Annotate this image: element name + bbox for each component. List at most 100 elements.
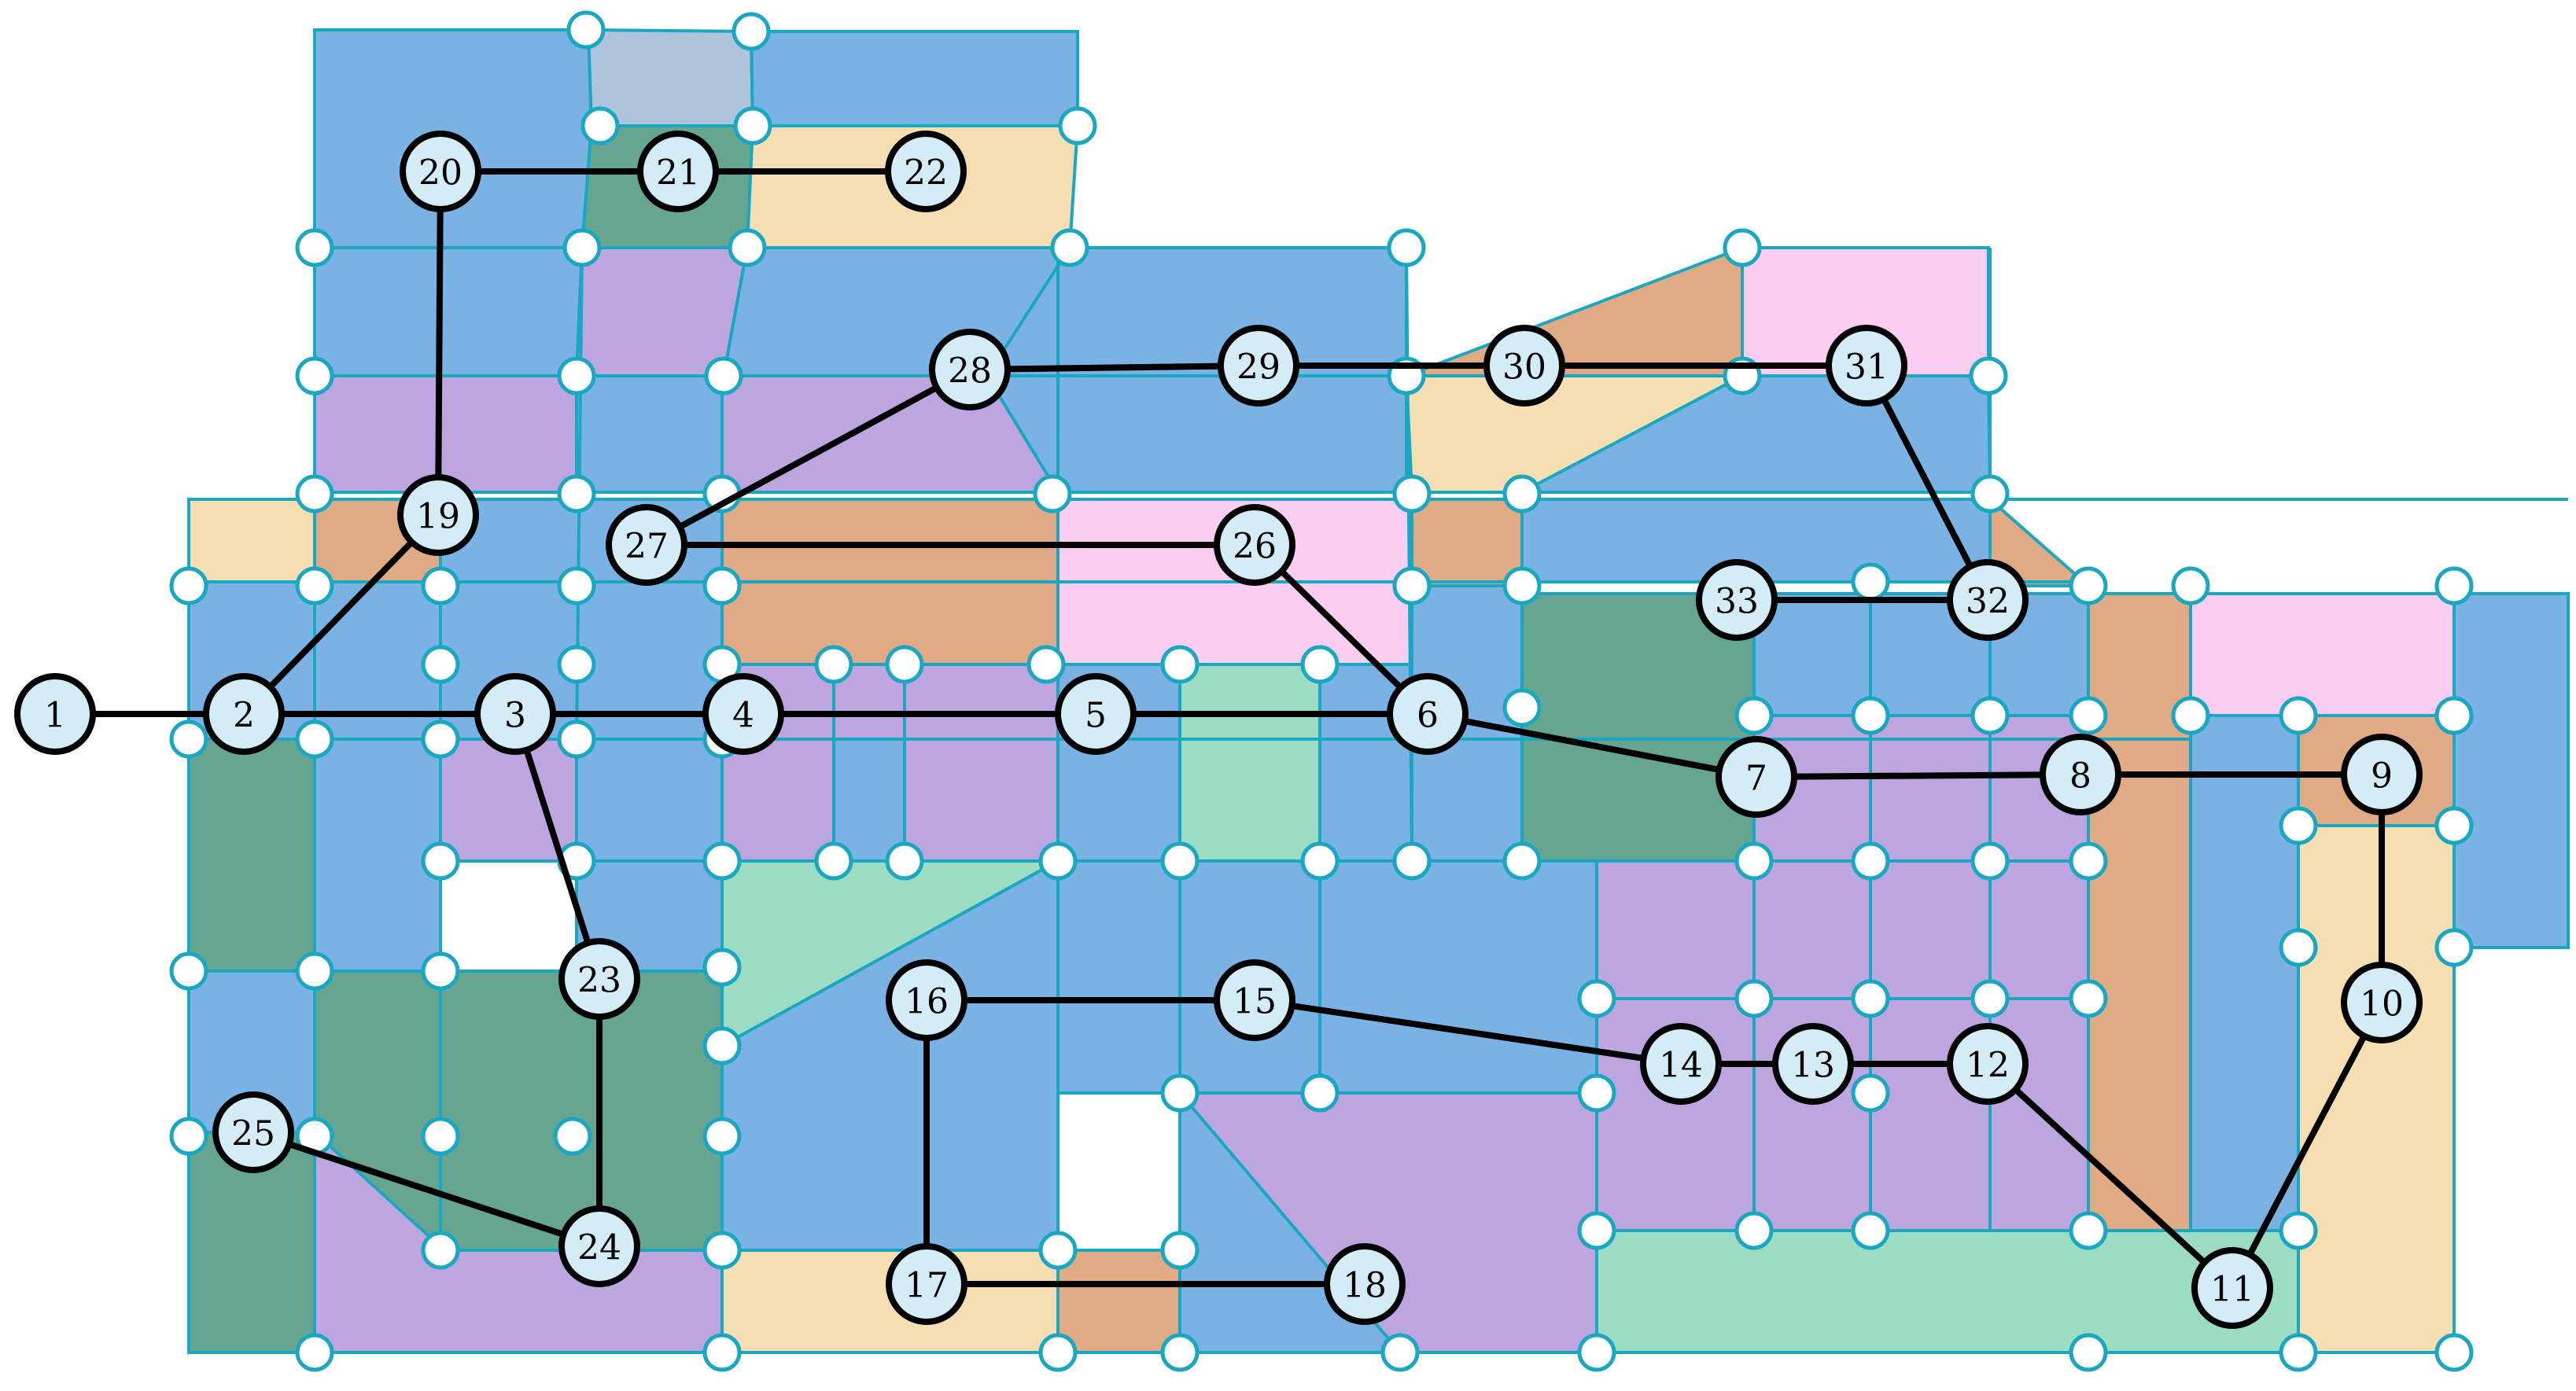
junction-84: [169, 1117, 208, 1156]
node-circle-10: [2341, 962, 2423, 1043]
node-circle-25: [212, 1091, 294, 1173]
region-blue-5: [313, 246, 584, 377]
node-circle-29: [1218, 325, 1299, 407]
node-11: 11: [2191, 1247, 2273, 1329]
junction-95: [1038, 1231, 1078, 1270]
node-9: 9: [2341, 734, 2423, 815]
junction-18: [557, 474, 596, 513]
region-blue-52: [1318, 859, 1598, 1095]
junction-64: [1851, 841, 1890, 881]
node-33: 33: [1696, 559, 1778, 641]
node-circle-30: [1483, 325, 1565, 407]
node-label-13: 13: [1791, 1046, 1835, 1086]
node-circle-5: [1055, 673, 1137, 755]
junction-100: [2069, 1211, 2108, 1250]
junction-5: [1050, 228, 1089, 267]
junction-25: [295, 566, 334, 605]
node-label-27: 27: [625, 527, 669, 567]
junction-10: [1058, 106, 1097, 145]
node-circle-1: [14, 673, 96, 755]
region-blue-42: [313, 738, 442, 973]
node-label-31: 31: [1844, 348, 1889, 388]
edge-14-15: [1254, 997, 1682, 1067]
junction-35: [421, 645, 460, 684]
junction-49: [2279, 696, 2318, 735]
junction-105: [1160, 1333, 1200, 1372]
region-peach-17: [187, 498, 316, 583]
junction-36: [557, 645, 596, 684]
junction-103: [702, 1333, 742, 1372]
junction-81: [1851, 979, 1890, 1018]
junction-97: [1577, 1211, 1616, 1250]
junction-106: [1380, 1333, 1420, 1372]
region-tan-9: [1406, 245, 1744, 377]
junction-32: [2069, 566, 2108, 605]
junction-74: [421, 951, 460, 991]
node-17: 17: [886, 1243, 967, 1325]
region-purple-48: [720, 738, 835, 863]
node-25: 25: [212, 1091, 294, 1173]
node-label-32: 32: [1966, 582, 2010, 622]
junctions-layer: [169, 10, 2474, 1372]
junction-57: [885, 841, 924, 881]
junction-34: [2434, 566, 2474, 605]
junction-9: [733, 106, 772, 145]
edge-28-29: [969, 362, 1259, 373]
junction-83: [2069, 979, 2108, 1018]
region-blue-2: [749, 30, 1079, 127]
node-circle-27: [606, 504, 687, 586]
node-label-29: 29: [1236, 348, 1281, 388]
junction-76: [702, 1026, 742, 1065]
junction-7: [1723, 228, 1762, 267]
edge-11-12: [1985, 1062, 2235, 1290]
node-circle-14: [1640, 1023, 1722, 1105]
junction-51: [169, 719, 208, 759]
edge-10-11: [2229, 1001, 2385, 1290]
node-8: 8: [2040, 734, 2121, 815]
node-16: 16: [886, 959, 967, 1041]
node-label-25: 25: [231, 1114, 275, 1154]
node-label-6: 6: [1417, 696, 1439, 736]
node-circle-19: [397, 474, 479, 556]
edge-31-32: [1863, 364, 1991, 602]
edge-27-28: [645, 366, 971, 548]
edge-24-25: [252, 1129, 601, 1249]
node-label-24: 24: [577, 1228, 621, 1268]
junction-54: [557, 719, 596, 759]
node-23: 23: [558, 938, 640, 1020]
node-label-20: 20: [418, 153, 463, 193]
junction-91: [1577, 1073, 1616, 1113]
region-tan-35: [2087, 592, 2192, 1232]
junction-96: [1160, 1231, 1200, 1270]
node-circle-2: [203, 673, 285, 755]
region-purple-11: [313, 374, 578, 494]
node-label-8: 8: [2069, 756, 2091, 797]
junction-88: [702, 1117, 742, 1156]
junction-4: [728, 228, 767, 267]
node-circle-20: [400, 131, 481, 212]
node-7: 7: [1715, 736, 1797, 818]
junction-90: [1300, 1073, 1340, 1113]
edge-3-23: [512, 712, 603, 981]
edge-2-19: [241, 513, 440, 716]
edge-6-7: [1427, 711, 1757, 780]
edge-19-20: [435, 171, 444, 516]
junction-65: [1970, 841, 2010, 881]
node-circle-3: [474, 673, 556, 755]
node-circle-28: [929, 329, 1011, 410]
node-22: 22: [885, 131, 967, 212]
junction-92: [1851, 1073, 1890, 1113]
node-label-21: 21: [656, 153, 700, 193]
node-21: 21: [637, 131, 719, 212]
junction-33: [2171, 566, 2210, 605]
node-label-22: 22: [904, 153, 948, 193]
node-circle-23: [558, 938, 640, 1020]
junction-79: [1577, 979, 1616, 1018]
region-tan-58: [1056, 1249, 1181, 1354]
node-label-3: 3: [504, 696, 526, 736]
node-circle-26: [1214, 504, 1295, 586]
junction-26: [421, 566, 460, 605]
junction-6: [1387, 228, 1426, 267]
junction-69: [421, 841, 460, 881]
